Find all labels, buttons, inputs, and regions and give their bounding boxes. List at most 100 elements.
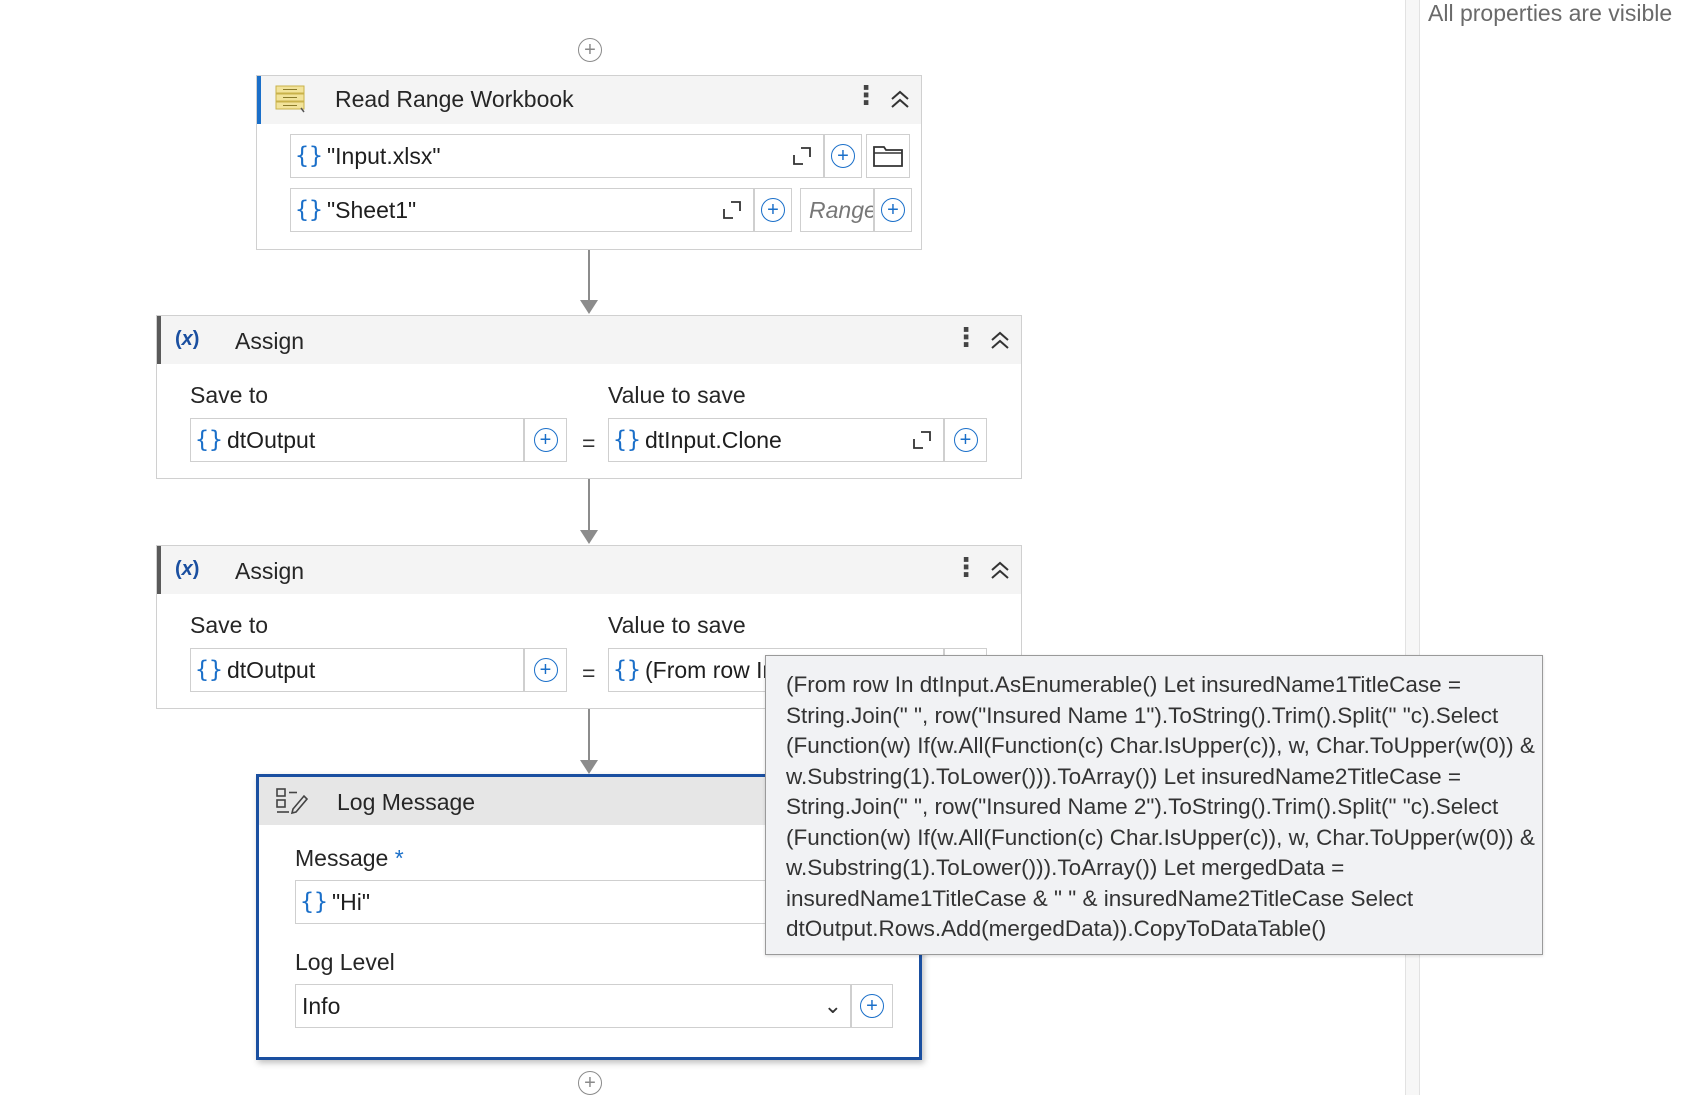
expression-braces-icon: {} <box>195 427 223 453</box>
connector-line <box>588 709 590 762</box>
plus-icon: + <box>584 1072 596 1094</box>
activity-accent <box>157 546 161 594</box>
chevron-down-icon[interactable]: ⌄ <box>823 993 842 1018</box>
plus-icon: + <box>761 198 785 222</box>
more-options-icon[interactable]: ⋮ <box>953 552 979 582</box>
value-to-save-label: Value to save <box>608 612 746 638</box>
save-to-value: dtOutput <box>227 656 316 683</box>
connector-arrow <box>580 760 598 774</box>
tooltip-line: insuredName1TitleCase & " " & insuredNam… <box>786 885 1414 911</box>
save-to-label: Save to <box>190 382 268 408</box>
activity-title: Read Range Workbook <box>335 86 574 112</box>
expression-braces-icon: {} <box>295 143 323 169</box>
add-activity-button-top[interactable]: + <box>578 38 602 62</box>
more-options-icon[interactable]: ⋮ <box>853 80 879 110</box>
plus-icon: + <box>584 39 596 61</box>
value-to-save-label: Value to save <box>608 382 746 408</box>
collapse-icon[interactable] <box>989 559 1011 581</box>
value-to-save-field[interactable]: {} dtInput.Clone <box>608 418 944 462</box>
message-field[interactable]: {} "Hi" <box>295 880 851 924</box>
sheet-name-value: "Sheet1" <box>327 196 417 223</box>
panel-divider <box>1405 0 1406 1095</box>
excel-read-range-icon <box>275 84 307 114</box>
selection-accent <box>257 76 261 124</box>
equals-sign: = <box>582 660 596 686</box>
panel-divider <box>1419 0 1420 1095</box>
more-options-icon[interactable]: ⋮ <box>953 322 979 352</box>
range-placeholder: Range <box>809 196 873 223</box>
plus-icon: + <box>881 198 905 222</box>
expression-tooltip: (From row In dtInput.AsEnumerable() Let … <box>765 655 1543 955</box>
expression-braces-icon: {} <box>613 657 641 683</box>
activity-header[interactable]: (x) Assign <box>157 546 1021 594</box>
assign-variable-icon: (x) <box>175 558 200 580</box>
tooltip-line: dtOutput.Rows.Add(mergedData)).CopyToDat… <box>786 916 1327 941</box>
log-level-label: Log Level <box>295 949 395 975</box>
save-to-field[interactable]: {} dtOutput <box>190 648 524 692</box>
connector-line <box>588 250 590 302</box>
expression-braces-icon: {} <box>195 657 223 683</box>
plus-icon: + <box>533 428 558 452</box>
expand-editor-icon[interactable] <box>721 199 743 221</box>
tooltip-line: w.Substring(1).ToLower())).ToArray()) Le… <box>786 763 1462 789</box>
message-value: "Hi" <box>332 888 371 915</box>
connector-line <box>588 479 590 532</box>
log-message-activity[interactable]: Log Message Message * {} "Hi" Log Level … <box>256 774 922 1060</box>
activity-accent <box>157 316 161 364</box>
read-range-workbook-activity[interactable]: Read Range Workbook ⋮ {} "Input.xlsx" + … <box>256 75 922 250</box>
plus-icon: + <box>860 994 884 1018</box>
expression-braces-icon: {} <box>300 889 328 915</box>
save-to-plus-button[interactable]: + <box>524 418 567 462</box>
required-marker: * <box>394 845 404 871</box>
save-to-plus-button[interactable]: + <box>524 648 567 692</box>
activity-header[interactable]: (x) Assign <box>157 316 1021 364</box>
tooltip-line: (Function(w) If(w.All(Function(c) Char.I… <box>786 733 1535 758</box>
save-to-field[interactable]: {} dtOutput <box>190 418 524 462</box>
workbook-path-field[interactable]: {} "Input.xlsx" <box>290 134 824 178</box>
workbook-path-plus-button[interactable]: + <box>824 134 862 178</box>
value-plus-button[interactable]: + <box>944 418 987 462</box>
value-to-save-value: dtInput.Clone <box>645 426 782 453</box>
log-level-value: Info <box>302 992 341 1019</box>
log-message-icon <box>275 787 309 815</box>
tooltip-line: String.Join(" ", row("Insured Name 1").T… <box>786 702 1499 728</box>
expand-editor-icon[interactable] <box>911 429 933 451</box>
browse-folder-button[interactable] <box>866 134 910 178</box>
assign-variable-icon: (x) <box>175 328 200 350</box>
plus-icon: + <box>953 428 978 452</box>
activity-title: Log Message <box>337 789 476 815</box>
assign-activity-2[interactable]: (x) Assign ⋮ Save to Value to save {} dt… <box>156 545 1022 709</box>
expand-editor-icon[interactable] <box>791 145 813 167</box>
connector-arrow <box>580 300 598 314</box>
tooltip-line: w.Substring(1).ToLower())).ToArray()) Le… <box>786 855 1345 880</box>
sheet-name-plus-button[interactable]: + <box>754 188 792 232</box>
save-to-label: Save to <box>190 612 268 638</box>
save-to-value: dtOutput <box>227 426 316 453</box>
log-level-select[interactable]: Info ⌄ <box>295 984 851 1028</box>
plus-icon: + <box>831 144 855 168</box>
assign-activity-1[interactable]: (x) Assign ⋮ Save to Value to save {} dt… <box>156 315 1022 479</box>
activity-title: Assign <box>235 558 305 584</box>
expression-braces-icon: {} <box>613 427 641 453</box>
tooltip-line: (From row In dtInput.AsEnumerable() Let … <box>786 672 1462 697</box>
equals-sign: = <box>582 430 596 456</box>
log-level-plus-button[interactable]: + <box>851 984 893 1028</box>
collapse-icon[interactable] <box>889 88 911 110</box>
add-activity-button-bottom[interactable]: + <box>578 1071 602 1095</box>
message-label-text: Message <box>295 845 389 871</box>
sheet-name-field[interactable]: {} "Sheet1" <box>290 188 754 232</box>
activity-header[interactable]: Read Range Workbook <box>257 76 921 124</box>
range-plus-button[interactable]: + <box>874 188 912 232</box>
message-label: Message * <box>295 845 404 872</box>
tooltip-line: (Function(w) If(w.All(Function(c) Char.I… <box>786 824 1535 850</box>
connector-arrow <box>580 530 598 544</box>
collapse-icon[interactable] <box>989 329 1011 351</box>
range-field[interactable]: Range <box>800 188 874 232</box>
workbook-path-value: "Input.xlsx" <box>327 142 441 169</box>
expression-braces-icon: {} <box>295 197 323 223</box>
plus-icon: + <box>533 658 558 682</box>
folder-icon <box>873 146 903 167</box>
tooltip-line: String.Join(" ", row("Insured Name 2").T… <box>786 794 1499 819</box>
activity-title: Assign <box>235 328 305 354</box>
properties-visible-message: All properties are visible <box>1428 0 1673 26</box>
